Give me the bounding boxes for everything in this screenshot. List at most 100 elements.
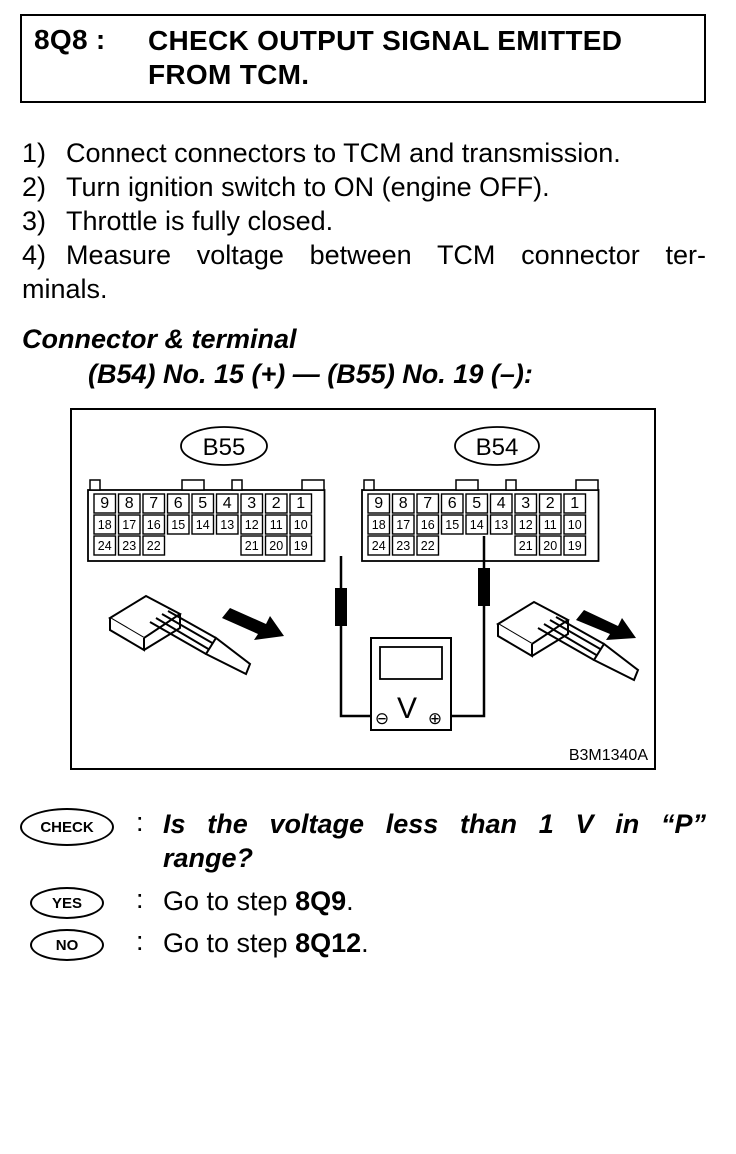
procedure-number: 1) (22, 138, 47, 168)
terminal-number: 19 (294, 539, 308, 553)
terminal-number: 2 (546, 495, 555, 512)
terminal-number: 5 (198, 495, 207, 512)
terminal-cell (538, 493, 562, 514)
figure-code: B3M1340A (569, 747, 648, 764)
terminal-cell (367, 493, 391, 514)
terminal-number: 24 (372, 539, 386, 553)
terminal-number: 12 (245, 518, 259, 532)
terminal-cell (289, 493, 313, 514)
yes-answer: Go to step 8Q9. (163, 884, 354, 918)
procedure-item: 2) Turn ignition switch to ON (engine OF… (22, 170, 706, 204)
terminal-cell (440, 514, 464, 535)
terminal-number: 14 (470, 518, 484, 532)
terminal-number: 12 (519, 518, 533, 532)
terminal-cell (416, 535, 440, 556)
terminal-number: 23 (122, 539, 136, 553)
terminal-number: 9 (100, 495, 109, 512)
yes-badge: YES (30, 887, 104, 919)
terminal-number: 10 (294, 518, 308, 532)
yes-separator: : (136, 884, 144, 914)
terminal-number: 23 (396, 539, 410, 553)
terminal-cell (514, 535, 538, 556)
terminal-cell (416, 514, 440, 535)
negative-terminal-icon: ⊖ (375, 709, 389, 729)
terminal-cell (93, 493, 117, 514)
terminal-cell (538, 535, 562, 556)
no-separator: : (136, 926, 144, 956)
terminal-cell (514, 493, 538, 514)
terminal-cell (240, 514, 264, 535)
positive-terminal-icon: ⊕ (428, 709, 442, 729)
step-title-line1: CHECK OUTPUT SIGNAL EMITTED (148, 25, 623, 56)
connector-label: Connector & terminal (22, 324, 297, 354)
terminal-cell (440, 493, 464, 514)
terminal-cell (391, 514, 415, 535)
no-answer-text: Go to step (163, 928, 296, 958)
yes-step-link[interactable]: 8Q9 (295, 886, 347, 916)
terminal-number: 20 (543, 539, 557, 553)
procedure-text: Measure voltage between TCM connector te… (66, 240, 706, 270)
check-separator: : (136, 807, 144, 837)
terminal-cell (142, 493, 166, 514)
terminal-cell (264, 535, 288, 556)
terminal-number: 16 (147, 518, 161, 532)
terminal-cell (489, 514, 513, 535)
terminal-number: 11 (270, 518, 283, 532)
voltmeter-symbol: V (397, 692, 417, 725)
terminal-number: 20 (269, 539, 283, 553)
no-answer: Go to step 8Q12. (163, 926, 369, 960)
yes-answer-tail: . (346, 886, 354, 916)
procedure-text-continued: minals. (22, 274, 108, 304)
procedure-list: 1) Connect connectors to TCM and transmi… (22, 136, 706, 306)
terminal-cell (117, 535, 141, 556)
terminal-number: 19 (568, 539, 582, 553)
voltmeter: V ⊖ ⊕ (370, 637, 452, 731)
step-title-line2: FROM TCM. (148, 59, 310, 90)
procedure-item: 4) Measure voltage between TCM connector… (22, 238, 706, 272)
terminal-cell (563, 514, 587, 535)
terminal-number: 3 (521, 495, 530, 512)
b54-label-oval (454, 426, 540, 466)
terminal-number: 24 (98, 539, 112, 553)
terminal-number: 18 (98, 518, 112, 532)
yes-answer-text: Go to step (163, 886, 296, 916)
terminal-number: 2 (272, 495, 281, 512)
terminal-cell (289, 535, 313, 556)
check-question-line1: Is the voltage less than 1 V in “P” (163, 809, 706, 839)
terminal-number: 22 (421, 539, 435, 553)
no-badge: NO (30, 929, 104, 961)
terminal-number: 21 (519, 539, 533, 553)
no-answer-tail: . (361, 928, 369, 958)
terminal-number: 8 (399, 495, 408, 512)
terminal-cell (93, 535, 117, 556)
terminal-cell (563, 535, 587, 556)
terminal-number: 7 (149, 495, 158, 512)
terminal-cell (465, 514, 489, 535)
terminal-number: 9 (374, 495, 383, 512)
diagram-frame (70, 408, 656, 770)
terminal-cell (538, 514, 562, 535)
terminal-cell (93, 514, 117, 535)
procedure-item: 1) Connect connectors to TCM and transmi… (22, 136, 706, 170)
terminal-cell (367, 514, 391, 535)
terminal-number: 4 (223, 495, 232, 512)
no-step-link[interactable]: 8Q12 (295, 928, 362, 958)
terminal-number: 17 (396, 518, 410, 532)
procedure-item: 3) Throttle is fully closed. (22, 204, 706, 238)
connector-formula: (B54) No. 15 (+) — (B55) No. 19 (–): (88, 359, 533, 389)
terminal-cell (240, 493, 264, 514)
yes-badge-label: YES (51, 894, 82, 912)
b55-label-oval (180, 426, 268, 466)
terminal-cell (465, 493, 489, 514)
terminal-cell (391, 493, 415, 514)
left-harness-plug-icon (108, 594, 284, 676)
terminal-cell (166, 493, 190, 514)
check-badge-label: CHECK (40, 818, 94, 836)
terminal-number: 21 (245, 539, 259, 553)
procedure-text: Throttle is fully closed. (66, 206, 334, 236)
terminal-number: 16 (421, 518, 435, 532)
terminal-cell (117, 493, 141, 514)
terminal-number: 8 (125, 495, 134, 512)
